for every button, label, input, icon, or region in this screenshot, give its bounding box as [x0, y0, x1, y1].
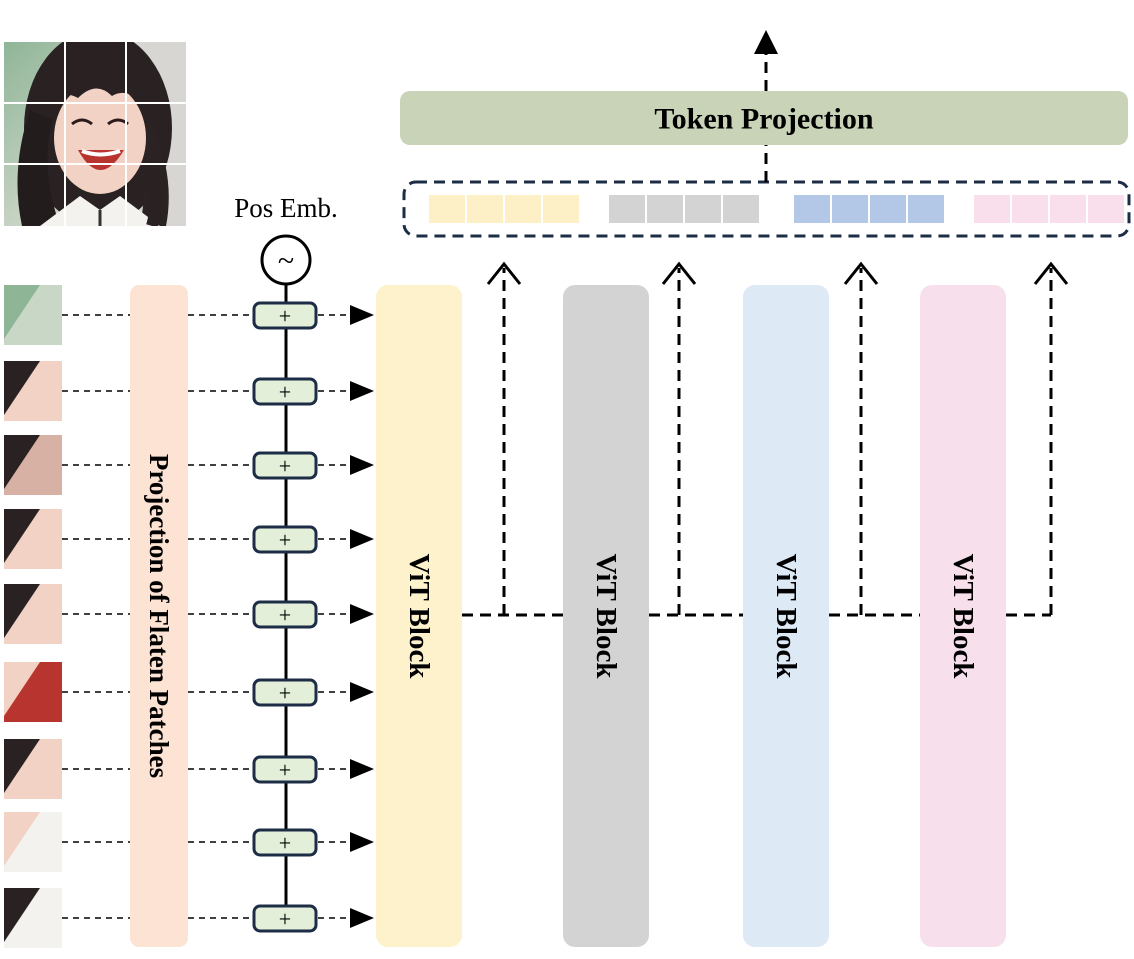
add-box: + [252, 377, 318, 406]
token-cell [974, 195, 1010, 223]
plus-icon: + [279, 831, 291, 856]
plus-icon: + [279, 758, 291, 783]
token-cell [1050, 195, 1086, 223]
add-box: + [252, 525, 318, 554]
upward-arrow-icon [754, 30, 778, 54]
image-patch [4, 509, 62, 569]
projection-label: Projection of Flaten Patches [144, 454, 174, 778]
add-box-frame [252, 678, 318, 707]
patch-column [4, 285, 62, 948]
plus-icon: + [279, 304, 291, 329]
patch-shade [4, 812, 40, 866]
token-cell [1088, 195, 1124, 223]
plus-icon: + [279, 380, 291, 405]
upward-arrow-icon [661, 261, 697, 285]
token-cell [723, 195, 759, 223]
plus-icon: + [279, 907, 291, 932]
token-cell [794, 195, 830, 223]
upward-arrow-icon [843, 261, 879, 285]
add-box-frame [252, 451, 318, 480]
vit-block: ViT Block [563, 285, 649, 947]
image-patch [4, 888, 62, 948]
add-box-frame [252, 301, 318, 330]
token-cell [429, 195, 465, 223]
token-projection-group: Token Projection [400, 30, 1128, 182]
patch-shade [4, 662, 40, 716]
token-cell [832, 195, 868, 223]
projection-block: Projection of Flaten Patches [130, 285, 188, 947]
token-cell [1012, 195, 1048, 223]
vit-block-box [563, 285, 649, 947]
add-box-frame [252, 828, 318, 857]
upward-arrow-icon [1033, 261, 1069, 285]
vit-block-row: ViT Block ViT Block ViT Block ViT Block [376, 285, 1006, 947]
token-cell [543, 195, 579, 223]
patch-shade [4, 888, 40, 942]
vit-block-label: ViT Block [590, 554, 622, 680]
vit-block-box [920, 285, 1006, 947]
token-cell [647, 195, 683, 223]
vit-block-label: ViT Block [947, 554, 979, 680]
plus-icon: + [279, 603, 291, 628]
plus-icon: + [279, 528, 291, 553]
vit-block: ViT Block [743, 285, 829, 947]
token-projection-label: Token Projection [654, 103, 873, 136]
image-patch [4, 361, 62, 421]
add-box: + [252, 600, 318, 629]
add-box-frame [252, 525, 318, 554]
patch-shade [4, 584, 40, 638]
upward-arrow-icon [486, 261, 522, 285]
vit-block: ViT Block [920, 285, 1006, 947]
add-box-frame [252, 904, 318, 933]
add-box-frame [252, 755, 318, 784]
add-box: + [252, 301, 318, 330]
token-cell [685, 195, 721, 223]
patch-shade [4, 285, 40, 339]
plus-icon: + [279, 454, 291, 479]
add-box-column: + + + + + + + + + [252, 301, 318, 933]
add-box-frame [252, 377, 318, 406]
projection-box [130, 285, 188, 947]
add-box: + [252, 904, 318, 933]
vit-block-box [376, 285, 462, 947]
token-cell [908, 195, 944, 223]
token-projection-box [400, 91, 1128, 145]
vit-connector-lines [462, 261, 1069, 617]
vit-block-label: ViT Block [403, 554, 435, 680]
sine-wave-icon [260, 234, 312, 286]
patch-shade [4, 509, 40, 563]
token-sequence [402, 180, 1131, 238]
token-cell [467, 195, 503, 223]
add-box: + [252, 678, 318, 707]
source-image [4, 42, 186, 226]
pos-emb-symbol: ~ [278, 245, 294, 278]
vit-block-label: ViT Block [770, 554, 802, 680]
image-patch [4, 435, 62, 495]
image-patch [4, 662, 62, 722]
image-patch [4, 584, 62, 644]
patch-shade [4, 435, 40, 489]
add-box: + [252, 755, 318, 784]
vit-block-box [743, 285, 829, 947]
token-cell [609, 195, 645, 223]
vit-block: ViT Block [376, 285, 462, 947]
plus-icon: + [279, 681, 291, 706]
image-patch [4, 739, 62, 799]
image-patch [4, 812, 62, 872]
add-box: + [252, 828, 318, 857]
add-box-frame [252, 600, 318, 629]
token-cell [870, 195, 906, 223]
pos-emb-label: Pos Emb. [234, 193, 338, 223]
token-cell [505, 195, 541, 223]
add-box: + [252, 451, 318, 480]
image-patch [4, 285, 62, 345]
patch-shade [4, 361, 40, 415]
patch-connector-lines [62, 305, 374, 928]
patch-shade [4, 739, 40, 793]
